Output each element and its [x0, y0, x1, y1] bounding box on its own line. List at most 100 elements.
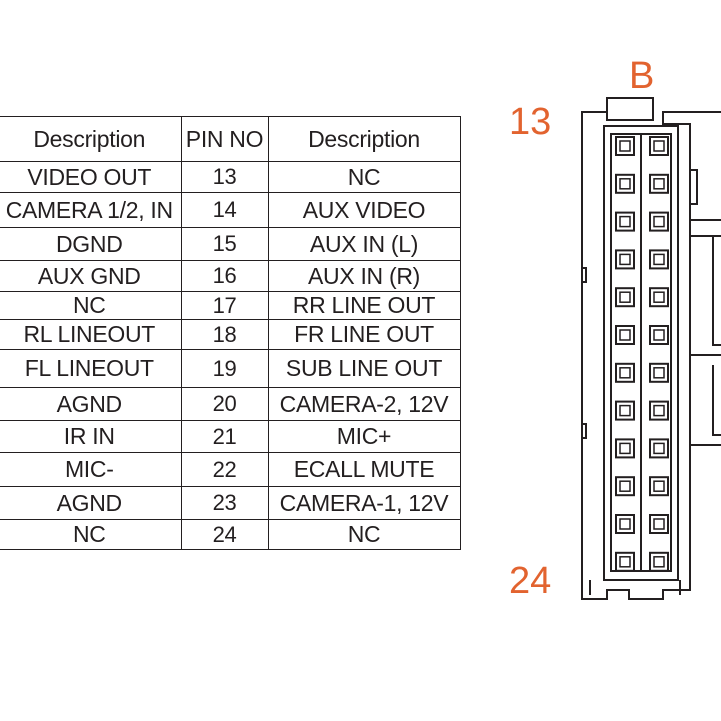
connector-housing-outline	[581, 97, 721, 600]
pin-cavity	[649, 514, 669, 534]
pin-cavity	[615, 551, 635, 572]
pin-cavity	[615, 325, 635, 345]
connector-side-rail-top	[690, 219, 721, 346]
description-left-cell: NC	[0, 519, 182, 550]
pin-number-cell: 24	[180, 519, 269, 550]
pin-contact	[653, 291, 665, 303]
pin-contact	[619, 140, 631, 152]
pin-contact	[653, 215, 665, 228]
pin-cavity	[649, 173, 669, 194]
connector-cavity-frame	[610, 133, 672, 572]
description-left-cell: IR IN	[0, 420, 182, 453]
pin-contact	[619, 329, 631, 341]
pin-contact	[653, 556, 665, 568]
pin-cavity	[649, 136, 669, 156]
pin-contact	[619, 518, 631, 530]
first-pin-label: 13	[509, 101, 552, 143]
description-left-cell: AUX GND	[0, 260, 182, 292]
last-pin-label: 24	[509, 560, 552, 602]
pin-cavity	[615, 287, 635, 308]
pin-cavity	[649, 325, 669, 345]
header-description-left: Description	[0, 116, 182, 162]
pin-contact	[653, 480, 665, 492]
connector-label-b: B	[629, 55, 655, 97]
pin-cavity	[649, 551, 669, 572]
description-left-cell: NC	[0, 291, 182, 320]
pin-cavity	[649, 400, 669, 421]
pin-number-cell: 16	[180, 260, 269, 292]
connector-top-ledge	[606, 112, 654, 121]
pin-cavity	[615, 173, 635, 194]
pin-number-cell: 17	[180, 291, 269, 320]
pin-cavity	[615, 249, 635, 270]
pin-number-cell: 18	[180, 319, 269, 350]
description-right-cell: AUX VIDEO	[267, 192, 461, 228]
pin-cavity	[615, 400, 635, 421]
description-left-cell: AGND	[0, 486, 182, 520]
pin-cavity	[615, 136, 635, 156]
description-right-cell: CAMERA-1, 12V	[267, 486, 461, 520]
description-left-cell: CAMERA 1/2, IN	[0, 192, 182, 228]
description-right-cell: NC	[267, 161, 461, 193]
pin-number-cell: 13	[180, 161, 269, 193]
pin-cavity	[649, 249, 669, 270]
connector-side-notch	[690, 169, 698, 205]
connector-inner-frame	[603, 125, 679, 581]
description-right-cell: RR LINE OUT	[267, 291, 461, 320]
pin-cavity	[615, 438, 635, 459]
pin-contact	[653, 442, 665, 455]
connector-left-notch-2	[582, 423, 587, 439]
description-right-cell: AUX IN (L)	[267, 227, 461, 261]
pin-cavity	[649, 476, 669, 497]
pin-cavity	[615, 514, 635, 534]
pin-contact	[653, 329, 665, 341]
header-description-right: Description	[267, 116, 461, 162]
description-right-cell: ECALL MUTE	[267, 452, 461, 487]
pin-number-cell: 20	[180, 387, 269, 421]
header-pin-no: PIN NO	[180, 116, 269, 162]
pin-contact	[653, 367, 665, 379]
connector-side-rail-bottom	[690, 354, 721, 446]
table-header-row: Description PIN NO Description	[0, 116, 461, 162]
pin-contact	[619, 215, 631, 228]
pin-cavity	[649, 287, 669, 308]
description-right-cell: AUX IN (R)	[267, 260, 461, 292]
pin-contact	[619, 404, 631, 417]
pin-contact	[619, 291, 631, 303]
pin-cavity	[615, 476, 635, 497]
description-right-cell: CAMERA-2, 12V	[267, 387, 461, 421]
description-right-cell: NC	[267, 519, 461, 550]
description-left-cell: FL LINEOUT	[0, 349, 182, 388]
description-left-cell: DGND	[0, 227, 182, 261]
pin-contact	[619, 178, 631, 190]
connector-left-notch-1	[582, 267, 587, 283]
pin-contact	[619, 556, 631, 568]
pin-grid	[615, 136, 669, 572]
pin-cavity	[649, 438, 669, 459]
pin-cavity	[649, 362, 669, 383]
pin-cavity	[615, 362, 635, 383]
pin-cavity	[649, 211, 669, 232]
pin-contact	[619, 480, 631, 492]
pin-contact	[653, 253, 665, 266]
description-left-cell: MIC-	[0, 452, 182, 487]
pin-contact	[653, 518, 665, 530]
pin-number-cell: 22	[180, 452, 269, 487]
pin-number-cell: 15	[180, 227, 269, 261]
pin-contact	[653, 404, 665, 417]
pin-cavity	[615, 211, 635, 232]
pin-contact	[653, 140, 665, 152]
pin-table: Description PIN NO Description VIDEO OUT…	[0, 116, 461, 550]
